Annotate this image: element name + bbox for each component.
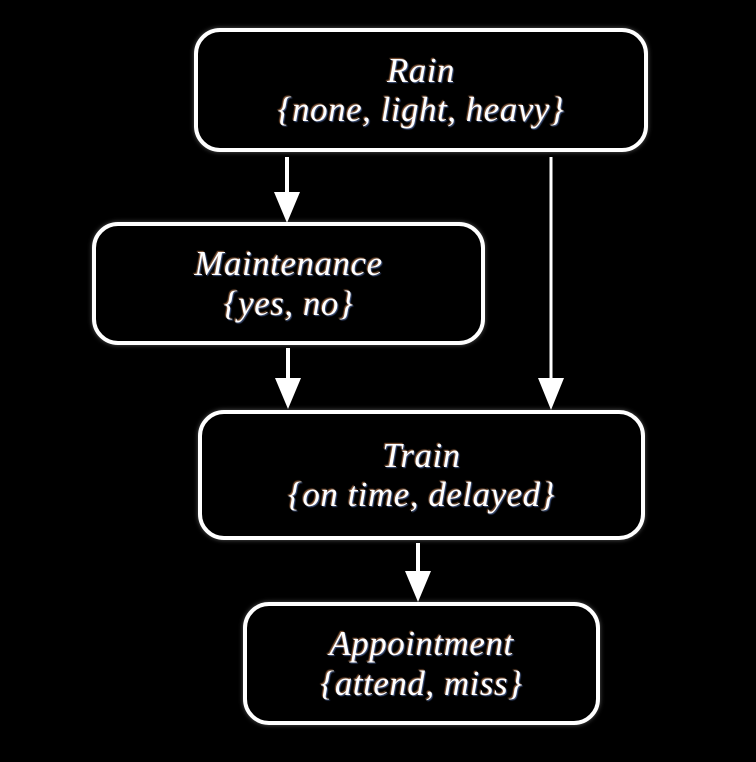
node-maintenance[interactable]: Maintenance {yes, no} [92, 222, 485, 345]
node-appointment-title: Appointment [329, 624, 514, 664]
node-appointment-states: {attend, miss} [320, 663, 523, 703]
edge-rain-to-train [538, 157, 564, 410]
edge-rain-to-maintenance [274, 157, 300, 223]
node-rain-title: Rain [386, 50, 456, 90]
node-maintenance-states: {yes, no} [223, 283, 354, 323]
node-maintenance-title: Maintenance [194, 244, 383, 284]
node-train-states: {on time, delayed} [287, 475, 556, 514]
node-train[interactable]: Train {on time, delayed} [198, 410, 645, 540]
node-appointment[interactable]: Appointment {attend, miss} [243, 602, 600, 725]
edge-train-to-appointment [405, 543, 431, 602]
edge-maintenance-to-train [275, 348, 301, 409]
node-train-title: Train [382, 435, 461, 475]
node-rain-states: {none, light, heavy} [277, 90, 565, 129]
node-rain[interactable]: Rain {none, light, heavy} [194, 28, 648, 152]
